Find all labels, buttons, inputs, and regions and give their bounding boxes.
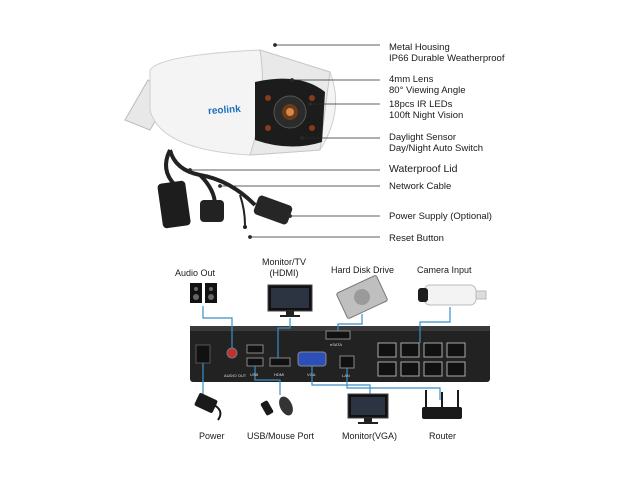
- label-router: Router: [429, 431, 457, 441]
- port-label-esata: eSATA: [330, 342, 343, 347]
- port-label-usb: USB: [250, 372, 259, 377]
- callout-reset-button: Reset Button: [389, 233, 444, 244]
- monitor-tv-icon: [267, 284, 313, 317]
- usb-mouse-icon: [260, 396, 293, 416]
- port-label-vga: VGA: [307, 372, 316, 377]
- callout-power-supply: Power Supply (Optional): [389, 211, 492, 222]
- port-label-audio: AUDIO OUT: [224, 373, 247, 378]
- port-label-lan: LAN: [342, 373, 350, 378]
- label-audio-out: Audio Out: [175, 268, 216, 278]
- label-power: Power: [199, 431, 225, 441]
- hard-disk-icon: [336, 275, 388, 319]
- camera-input-icon: [418, 284, 487, 306]
- monitor-vga-icon: [347, 393, 389, 424]
- callout-waterproof-lid: Waterproof Lid: [389, 163, 458, 175]
- port-label-hdmi: HDMI: [274, 372, 285, 377]
- label-monitor-vga: Monitor(VGA): [342, 431, 398, 441]
- label-hard-disk: Hard Disk Drive: [331, 265, 395, 275]
- router-icon: [422, 390, 462, 419]
- speaker-icon: [190, 283, 217, 303]
- callout-network-cable: Network Cable: [389, 181, 452, 192]
- label-usb-mouse: USB/Mouse Port: [247, 431, 315, 441]
- label-monitor-tv: Monitor/TV(HDMI): [262, 257, 307, 278]
- label-camera-input: Camera Input: [417, 265, 472, 275]
- power-adapter-icon: [194, 393, 222, 421]
